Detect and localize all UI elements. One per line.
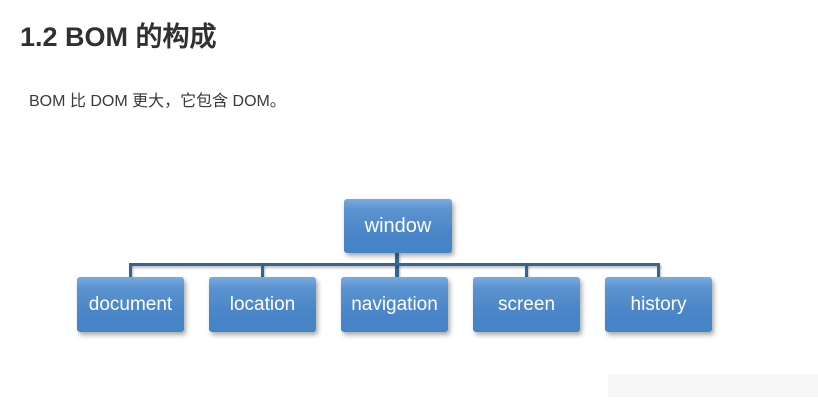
diagram-node-history: history (605, 277, 712, 332)
diagram-node-document-label: document (88, 293, 173, 315)
connector-horizontal (129, 263, 660, 266)
diagram-node-location: location (209, 277, 316, 332)
intro-text: BOM 比 DOM 更大，它包含 DOM。 (29, 93, 286, 110)
diagram-node-navigation: navigation (341, 277, 448, 332)
connector-stub-location (261, 265, 264, 277)
diagram-node-history-label: history (630, 293, 687, 315)
connector-stub-screen (525, 265, 528, 277)
connector-stub-history (657, 265, 660, 277)
diagram-node-window-label: window (364, 214, 432, 237)
diagram-node-document: document (77, 277, 184, 332)
diagram-node-navigation-label: navigation (351, 293, 438, 315)
diagram-node-window: window (344, 199, 452, 253)
diagram-node-location-label: location (229, 293, 296, 315)
diagram-node-screen: screen (473, 277, 580, 332)
section-heading: 1.2 BOM 的构成 (20, 22, 217, 52)
connector-stub-document (129, 265, 132, 277)
faded-overlay (608, 374, 818, 397)
diagram-node-screen-label: screen (497, 293, 556, 315)
